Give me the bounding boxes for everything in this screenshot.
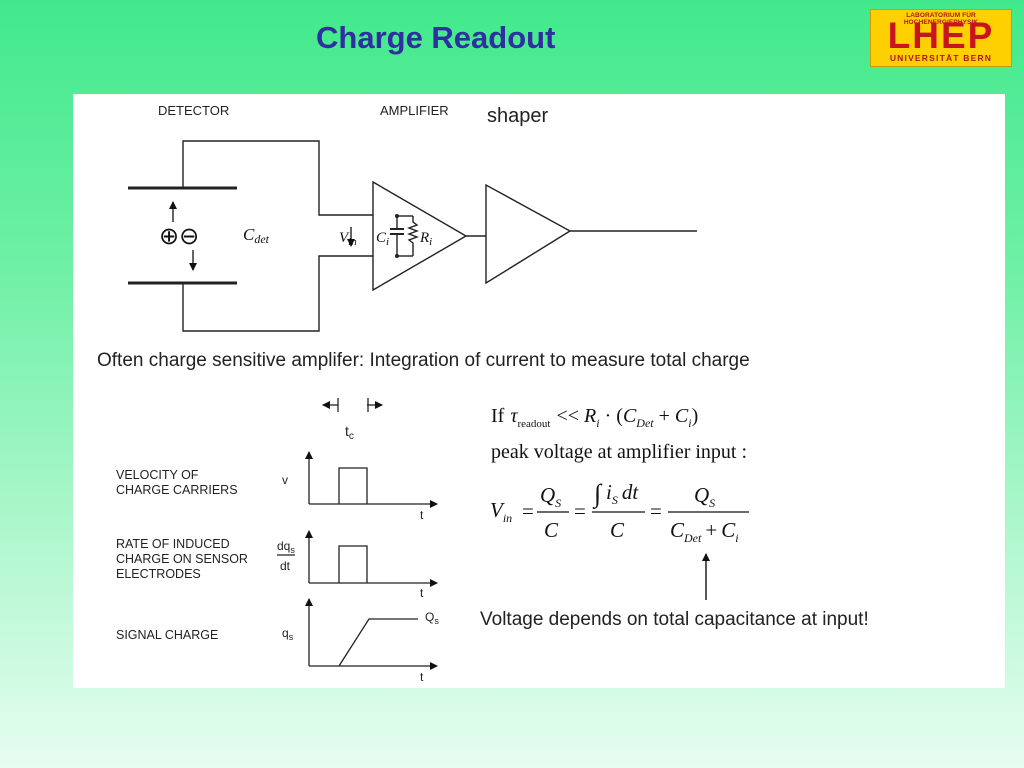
row1-y-label: v: [282, 473, 288, 487]
amplifier-label: AMPLIFIER: [380, 103, 449, 118]
tc-label: tc: [345, 423, 354, 442]
svg-text:C: C: [610, 518, 625, 542]
ri-label: Ri: [419, 230, 432, 248]
slide-title: Charge Readout: [316, 20, 556, 55]
timing-diagrams: [277, 398, 438, 670]
row3-y-label: qs: [282, 626, 294, 642]
svg-text:C: C: [544, 518, 559, 542]
row3-label-line1: SIGNAL CHARGE: [116, 628, 218, 642]
row2-label-line2: CHARGE ON SENSOR: [116, 552, 248, 566]
ci-node-top: [395, 214, 399, 218]
wire-top: [182, 140, 373, 216]
logo-bottom-text: UNIVERSITÄT BERN: [889, 53, 993, 63]
row2-x-label: t: [420, 586, 424, 600]
svg-text:CDet+Ci: CDet+Ci: [670, 518, 739, 545]
amplifier-triangle: [372, 180, 468, 292]
charge-ramp: [338, 618, 418, 667]
peak-voltage-text: peak voltage at amplifier input :: [491, 441, 747, 463]
row1-x-label: t: [420, 508, 424, 522]
row2-y-label-den: dt: [280, 559, 291, 573]
ri-resistor: [407, 216, 419, 256]
wire-bottom: [182, 255, 373, 332]
svg-text:Vin: Vin: [490, 498, 512, 525]
svg-text:QS: QS: [540, 483, 561, 510]
shaper-triangle: [485, 183, 572, 285]
conclusion-text: Voltage depends on total capacitance at …: [480, 609, 869, 630]
charge-symbols: ⊕⊖: [159, 224, 199, 250]
rate-pulse: [338, 545, 368, 583]
cdet-label: Cdet: [243, 225, 270, 246]
row2-label-line1: RATE OF INDUCED: [116, 537, 230, 551]
shaper-label: shaper: [487, 105, 548, 127]
svg-text:QS: QS: [694, 483, 715, 510]
row2-y-label-num: dqs: [277, 539, 295, 555]
vin-label: Vin: [339, 230, 357, 248]
row3-x-label: t: [420, 670, 424, 684]
velocity-pulse: [338, 467, 368, 504]
svg-text:∫: ∫: [592, 479, 603, 509]
detector-circuit: [128, 140, 697, 332]
content-panel: DETECTOR AMPLIFIER shaper ⊕⊖ Cdet Vin Ci…: [73, 94, 1005, 688]
lhep-logo: LABORATORIUM FÜR HOCHENERGIEPHYSIK LHEP …: [870, 9, 1012, 67]
ci-label: Ci: [376, 230, 389, 248]
readout-diagram: DETECTOR AMPLIFIER shaper ⊕⊖ Cdet Vin Ci…: [97, 103, 869, 684]
row3-level-label: Qs: [425, 610, 439, 626]
logo-top-text: LABORATORIUM FÜR HOCHENERGIEPHYSIK: [903, 12, 979, 26]
svg-text:=: =: [574, 499, 586, 523]
svg-text:=: =: [522, 499, 534, 523]
row1-label-line2: CHARGE CARRIERS: [116, 483, 238, 497]
row1-label-line1: VELOCITY OF: [116, 468, 199, 482]
detector-label: DETECTOR: [158, 103, 229, 118]
svg-text:=: =: [650, 499, 662, 523]
ci-node-bottom: [395, 254, 399, 258]
caption-text: Often charge sensitive amplifer: Integra…: [97, 350, 750, 371]
row2-label-line3: ELECTRODES: [116, 567, 201, 581]
logo-main-text: LHEP: [887, 15, 995, 56]
